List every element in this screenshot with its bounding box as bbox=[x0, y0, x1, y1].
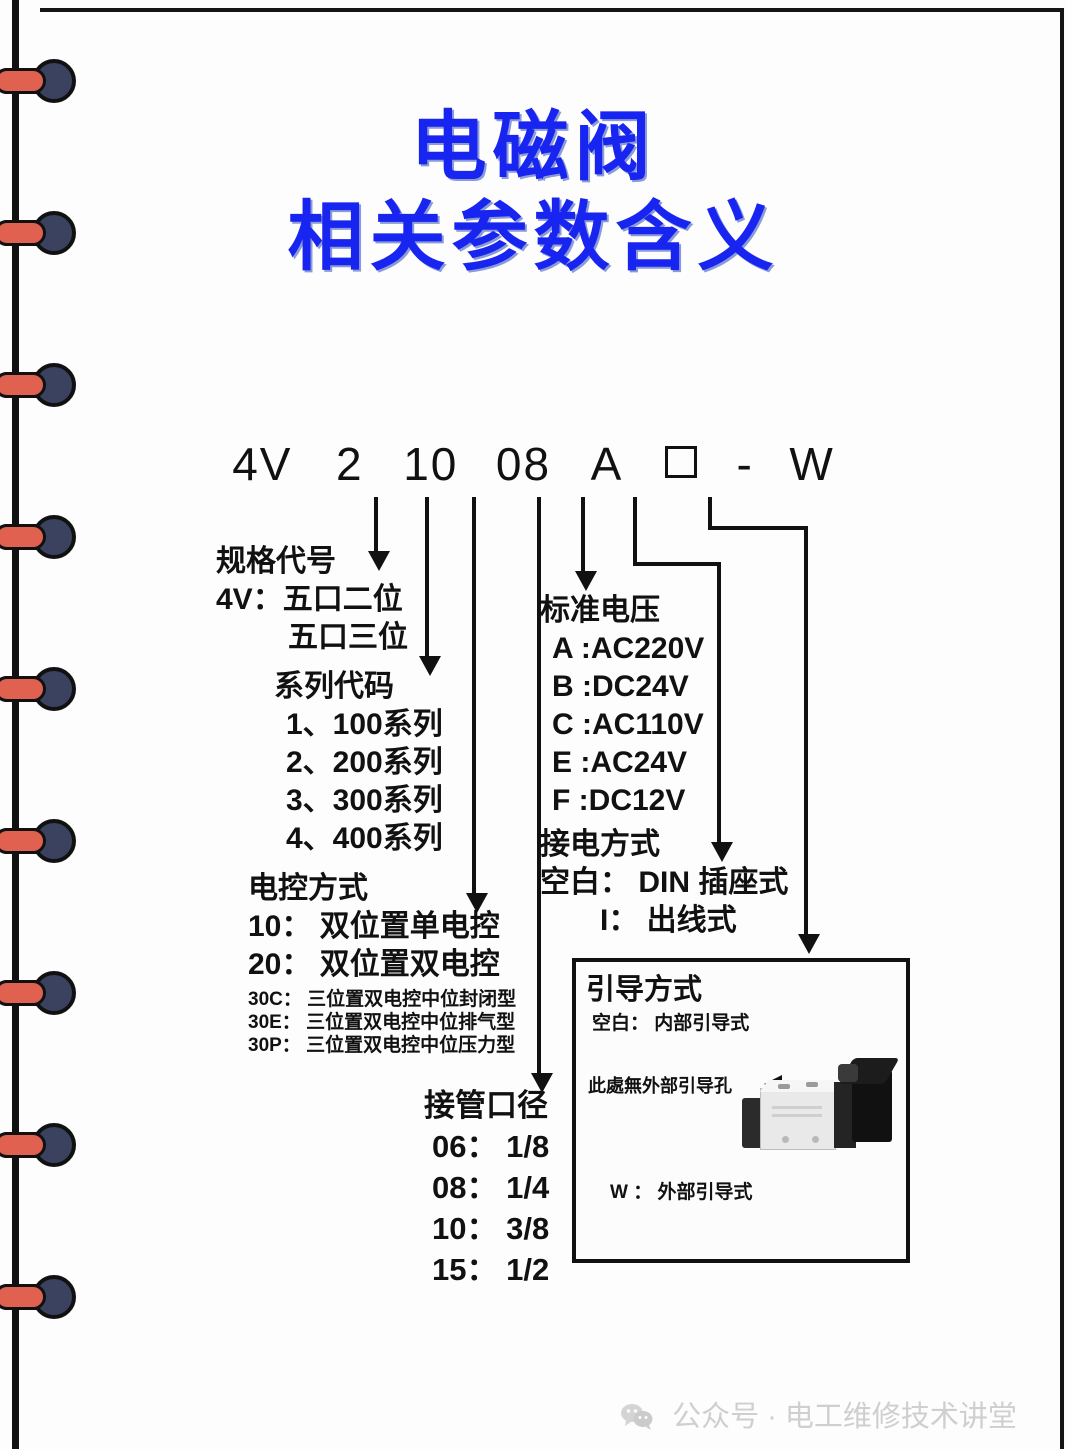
leader-line-connection-v1 bbox=[633, 497, 637, 562]
leader-arrow-pilot bbox=[798, 934, 820, 954]
code-segment-port: 08 bbox=[495, 438, 552, 490]
code-segment-voltage: A bbox=[590, 438, 624, 490]
port-heading: 接管口径 bbox=[424, 1088, 548, 1123]
leader-line-connection-v2 bbox=[717, 562, 721, 846]
voltage-heading: 标准电压 bbox=[540, 594, 660, 627]
leader-arrow-port bbox=[531, 1073, 553, 1093]
spiral-ring-bar-front bbox=[0, 68, 46, 94]
model-code-row: 4V 2 10 08 A - W bbox=[0, 437, 1067, 491]
control-small-line-3: 30P： 三位置双电控中位压力型 bbox=[248, 1035, 516, 1056]
page-edge-top bbox=[40, 8, 1062, 12]
leader-line-pilot-v2 bbox=[804, 526, 808, 936]
leader-line-pilot-h bbox=[708, 526, 808, 530]
voltage-line-5: F :DC12V bbox=[552, 784, 686, 817]
code-segment-series: 2 bbox=[336, 438, 364, 490]
leader-line-port bbox=[537, 497, 541, 1079]
title-line-2: 相关参数含义 bbox=[287, 192, 780, 281]
page-spine-line bbox=[12, 0, 19, 1449]
pilot-note-label: 此處無外部引导孔 bbox=[588, 1076, 732, 1096]
pilot-blank-line: 空白： 内部引导式 bbox=[592, 1013, 750, 1034]
pilot-method-box: 引导方式 空白： 内部引导式 此處無外部引导孔 W ： 外部引导式 bbox=[572, 958, 910, 1263]
spec-line-1: 4V：五口二位 bbox=[216, 583, 403, 616]
port-line-4: 15： 1/2 bbox=[432, 1252, 550, 1287]
connection-block: 接电方式 空白： DIN 插座式 I： 出线式 bbox=[540, 826, 788, 940]
page-title: 电磁阀 相关参数含义 bbox=[0, 104, 1067, 280]
voltage-line-4: E :AC24V bbox=[552, 746, 688, 779]
port-block: 接管口径 06： 1/8 08： 1/4 10： 3/8 15： 1/2 bbox=[424, 1085, 549, 1290]
series-heading: 系列代码 bbox=[274, 670, 394, 703]
series-line-4: 4、400系列 bbox=[286, 822, 443, 855]
control-heading: 电控方式 bbox=[248, 872, 368, 905]
wechat-icon bbox=[620, 1402, 654, 1438]
leader-line-pilot-v1 bbox=[708, 497, 712, 529]
pilot-w-line: W ： 外部引导式 bbox=[610, 1182, 753, 1203]
code-segment-control: 10 bbox=[403, 438, 459, 490]
spiral-ring-bar-front bbox=[0, 828, 46, 854]
spiral-ring-bar-front bbox=[0, 524, 46, 550]
title-line-1: 电磁阀 bbox=[410, 102, 657, 191]
connection-line-2: I： 出线式 bbox=[600, 904, 737, 937]
code-segment-connection-box bbox=[664, 446, 697, 478]
spec-line-2: 五口三位 bbox=[288, 621, 408, 654]
voltage-block: 标准电压 A :AC220V B :DC24V C :AC110V E :AC2… bbox=[540, 592, 704, 820]
connection-line-1: 空白： DIN 插座式 bbox=[540, 866, 789, 899]
leader-line-spec bbox=[374, 497, 378, 555]
code-segment-dash: - bbox=[736, 438, 754, 490]
control-small-line-2: 30E： 三位置双电控中位排气型 bbox=[248, 1012, 516, 1033]
pilot-heading: 引导方式 bbox=[586, 974, 703, 1006]
spec-heading: 规格代号 bbox=[216, 545, 336, 578]
spiral-ring-bar-front bbox=[0, 980, 46, 1006]
voltage-line-3: C :AC110V bbox=[552, 708, 704, 741]
series-line-2: 2、200系列 bbox=[286, 746, 443, 779]
spiral-ring-bar-front bbox=[0, 1132, 46, 1158]
leader-line-control bbox=[472, 497, 476, 897]
leader-arrow-connection bbox=[711, 842, 733, 862]
page-edge-right bbox=[1060, 8, 1064, 1449]
leader-arrow-control bbox=[466, 893, 488, 913]
series-line-3: 3、300系列 bbox=[286, 784, 443, 817]
spiral-ring-bar-front bbox=[0, 676, 46, 702]
footer-watermark: 公众号 · 电工维修技术讲堂 bbox=[620, 1393, 1017, 1438]
leader-arrow-series bbox=[419, 656, 441, 676]
leader-arrow-voltage bbox=[575, 571, 597, 591]
connection-heading: 接电方式 bbox=[540, 828, 660, 861]
spiral-ring-bar-front bbox=[0, 372, 46, 398]
port-line-1: 06： 1/8 bbox=[432, 1129, 550, 1164]
solenoid-valve-image bbox=[742, 1054, 902, 1162]
port-line-2: 08： 1/4 bbox=[432, 1170, 550, 1205]
control-block: 电控方式 10： 双位置单电控 20： 双位置双电控 30C： 三位置双电控中位… bbox=[248, 870, 516, 1057]
spiral-ring-bar-front bbox=[0, 1284, 46, 1310]
leader-line-voltage bbox=[581, 497, 585, 575]
spiral-ring-bar-front bbox=[0, 220, 46, 246]
control-line-2: 20： 双位置双电控 bbox=[248, 948, 500, 981]
footer-text: 公众号 · 电工维修技术讲堂 bbox=[672, 1401, 1017, 1433]
leader-arrow-spec bbox=[368, 551, 390, 571]
series-line-1: 1、100系列 bbox=[286, 708, 443, 741]
series-block: 系列代码 1、100系列 2、200系列 3、300系列 4、400系列 bbox=[274, 668, 443, 858]
code-segment-pilot: W bbox=[789, 438, 835, 490]
control-line-1: 10： 双位置单电控 bbox=[248, 910, 500, 943]
voltage-line-2: B :DC24V bbox=[552, 670, 689, 703]
spec-block: 规格代号 4V：五口二位 五口三位 bbox=[216, 543, 408, 657]
leader-line-series bbox=[425, 497, 429, 660]
leader-line-connection-h bbox=[633, 562, 721, 566]
voltage-line-1: A :AC220V bbox=[552, 632, 705, 665]
control-small-line-1: 30C： 三位置双电控中位封闭型 bbox=[248, 989, 517, 1010]
code-segment-spec: 4V bbox=[232, 438, 293, 490]
port-line-3: 10： 3/8 bbox=[432, 1211, 550, 1246]
